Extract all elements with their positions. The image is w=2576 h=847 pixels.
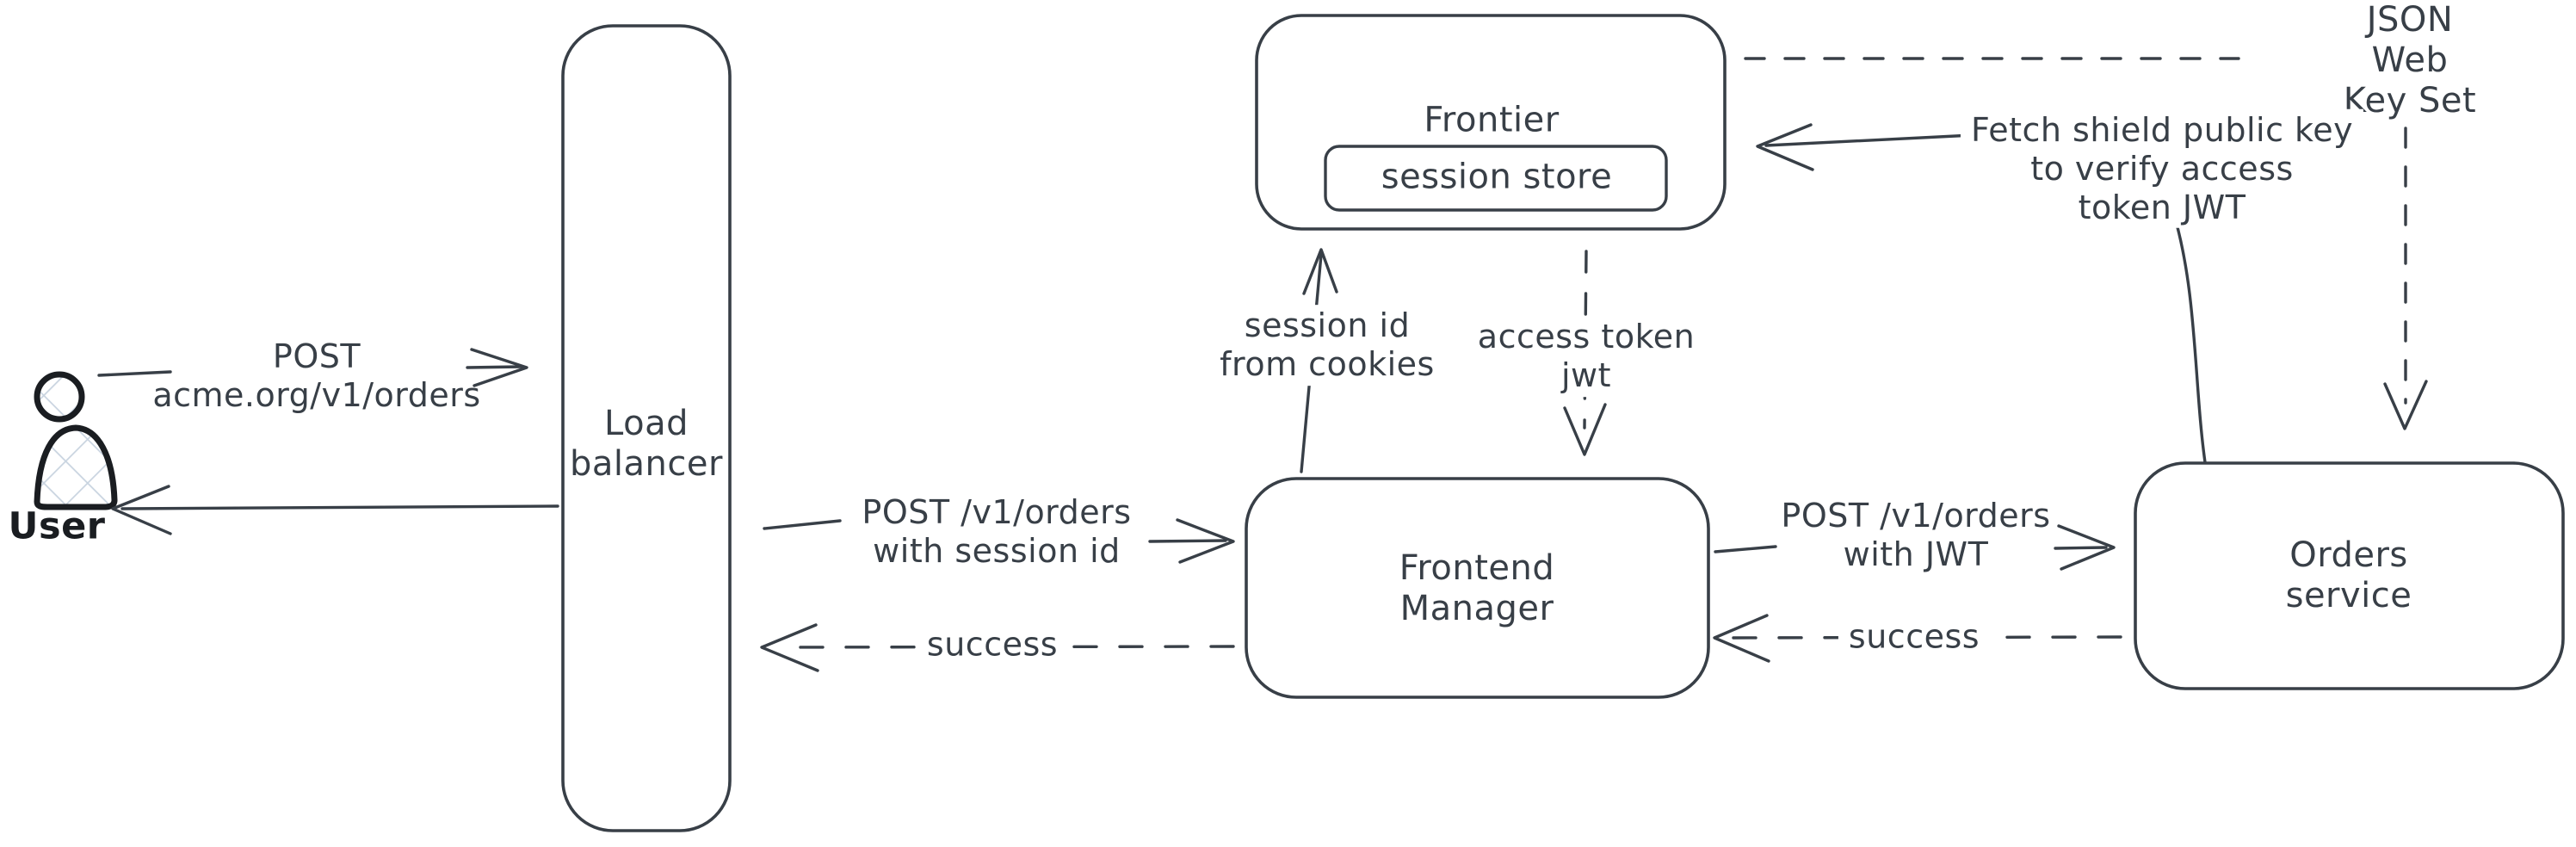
edge-label-user-post: POST acme.org/v1/orders xyxy=(152,337,481,414)
arrow-jwks-to-orders xyxy=(2383,88,2428,430)
user-head xyxy=(34,371,85,423)
user-label: User xyxy=(8,504,106,548)
edge-label-access-token: access token jwt xyxy=(1467,316,1706,397)
edge-label-success-to-fm: success xyxy=(1838,615,1991,658)
edge-label-post-jwt: POST /v1/orders with JWT xyxy=(1781,497,2051,573)
frontend-manager-node xyxy=(1245,477,1710,699)
edge-label-success-to-lb: success xyxy=(916,623,1069,666)
user-body xyxy=(34,424,118,510)
arrow-post-session xyxy=(763,518,1235,564)
arrow-post-jwt xyxy=(1714,524,2116,571)
orders-service-node xyxy=(2134,461,2565,690)
user-icon xyxy=(34,371,118,510)
session-store-label: session store xyxy=(1381,157,1613,197)
orders-service-label: Orders service xyxy=(2285,535,2412,615)
jwks-label: JSON Web Key Set xyxy=(2326,0,2493,124)
frontend-manager-label: Frontend Manager xyxy=(1399,547,1555,628)
load-balancer-node xyxy=(561,24,732,832)
arrow-lb-response xyxy=(111,485,559,535)
edge-label-fetch-key: Fetch shield public key to verify access… xyxy=(1960,108,2364,229)
load-balancer-label: Load balancer xyxy=(570,403,723,484)
arrow-user-post xyxy=(97,348,528,387)
edge-label-session-id: session id from cookies xyxy=(1209,305,1445,386)
session-store-node xyxy=(1324,145,1668,212)
edge-label-post-session: POST /v1/orders with session id xyxy=(862,493,1132,570)
frontier-label: Frontier xyxy=(1424,100,1560,140)
